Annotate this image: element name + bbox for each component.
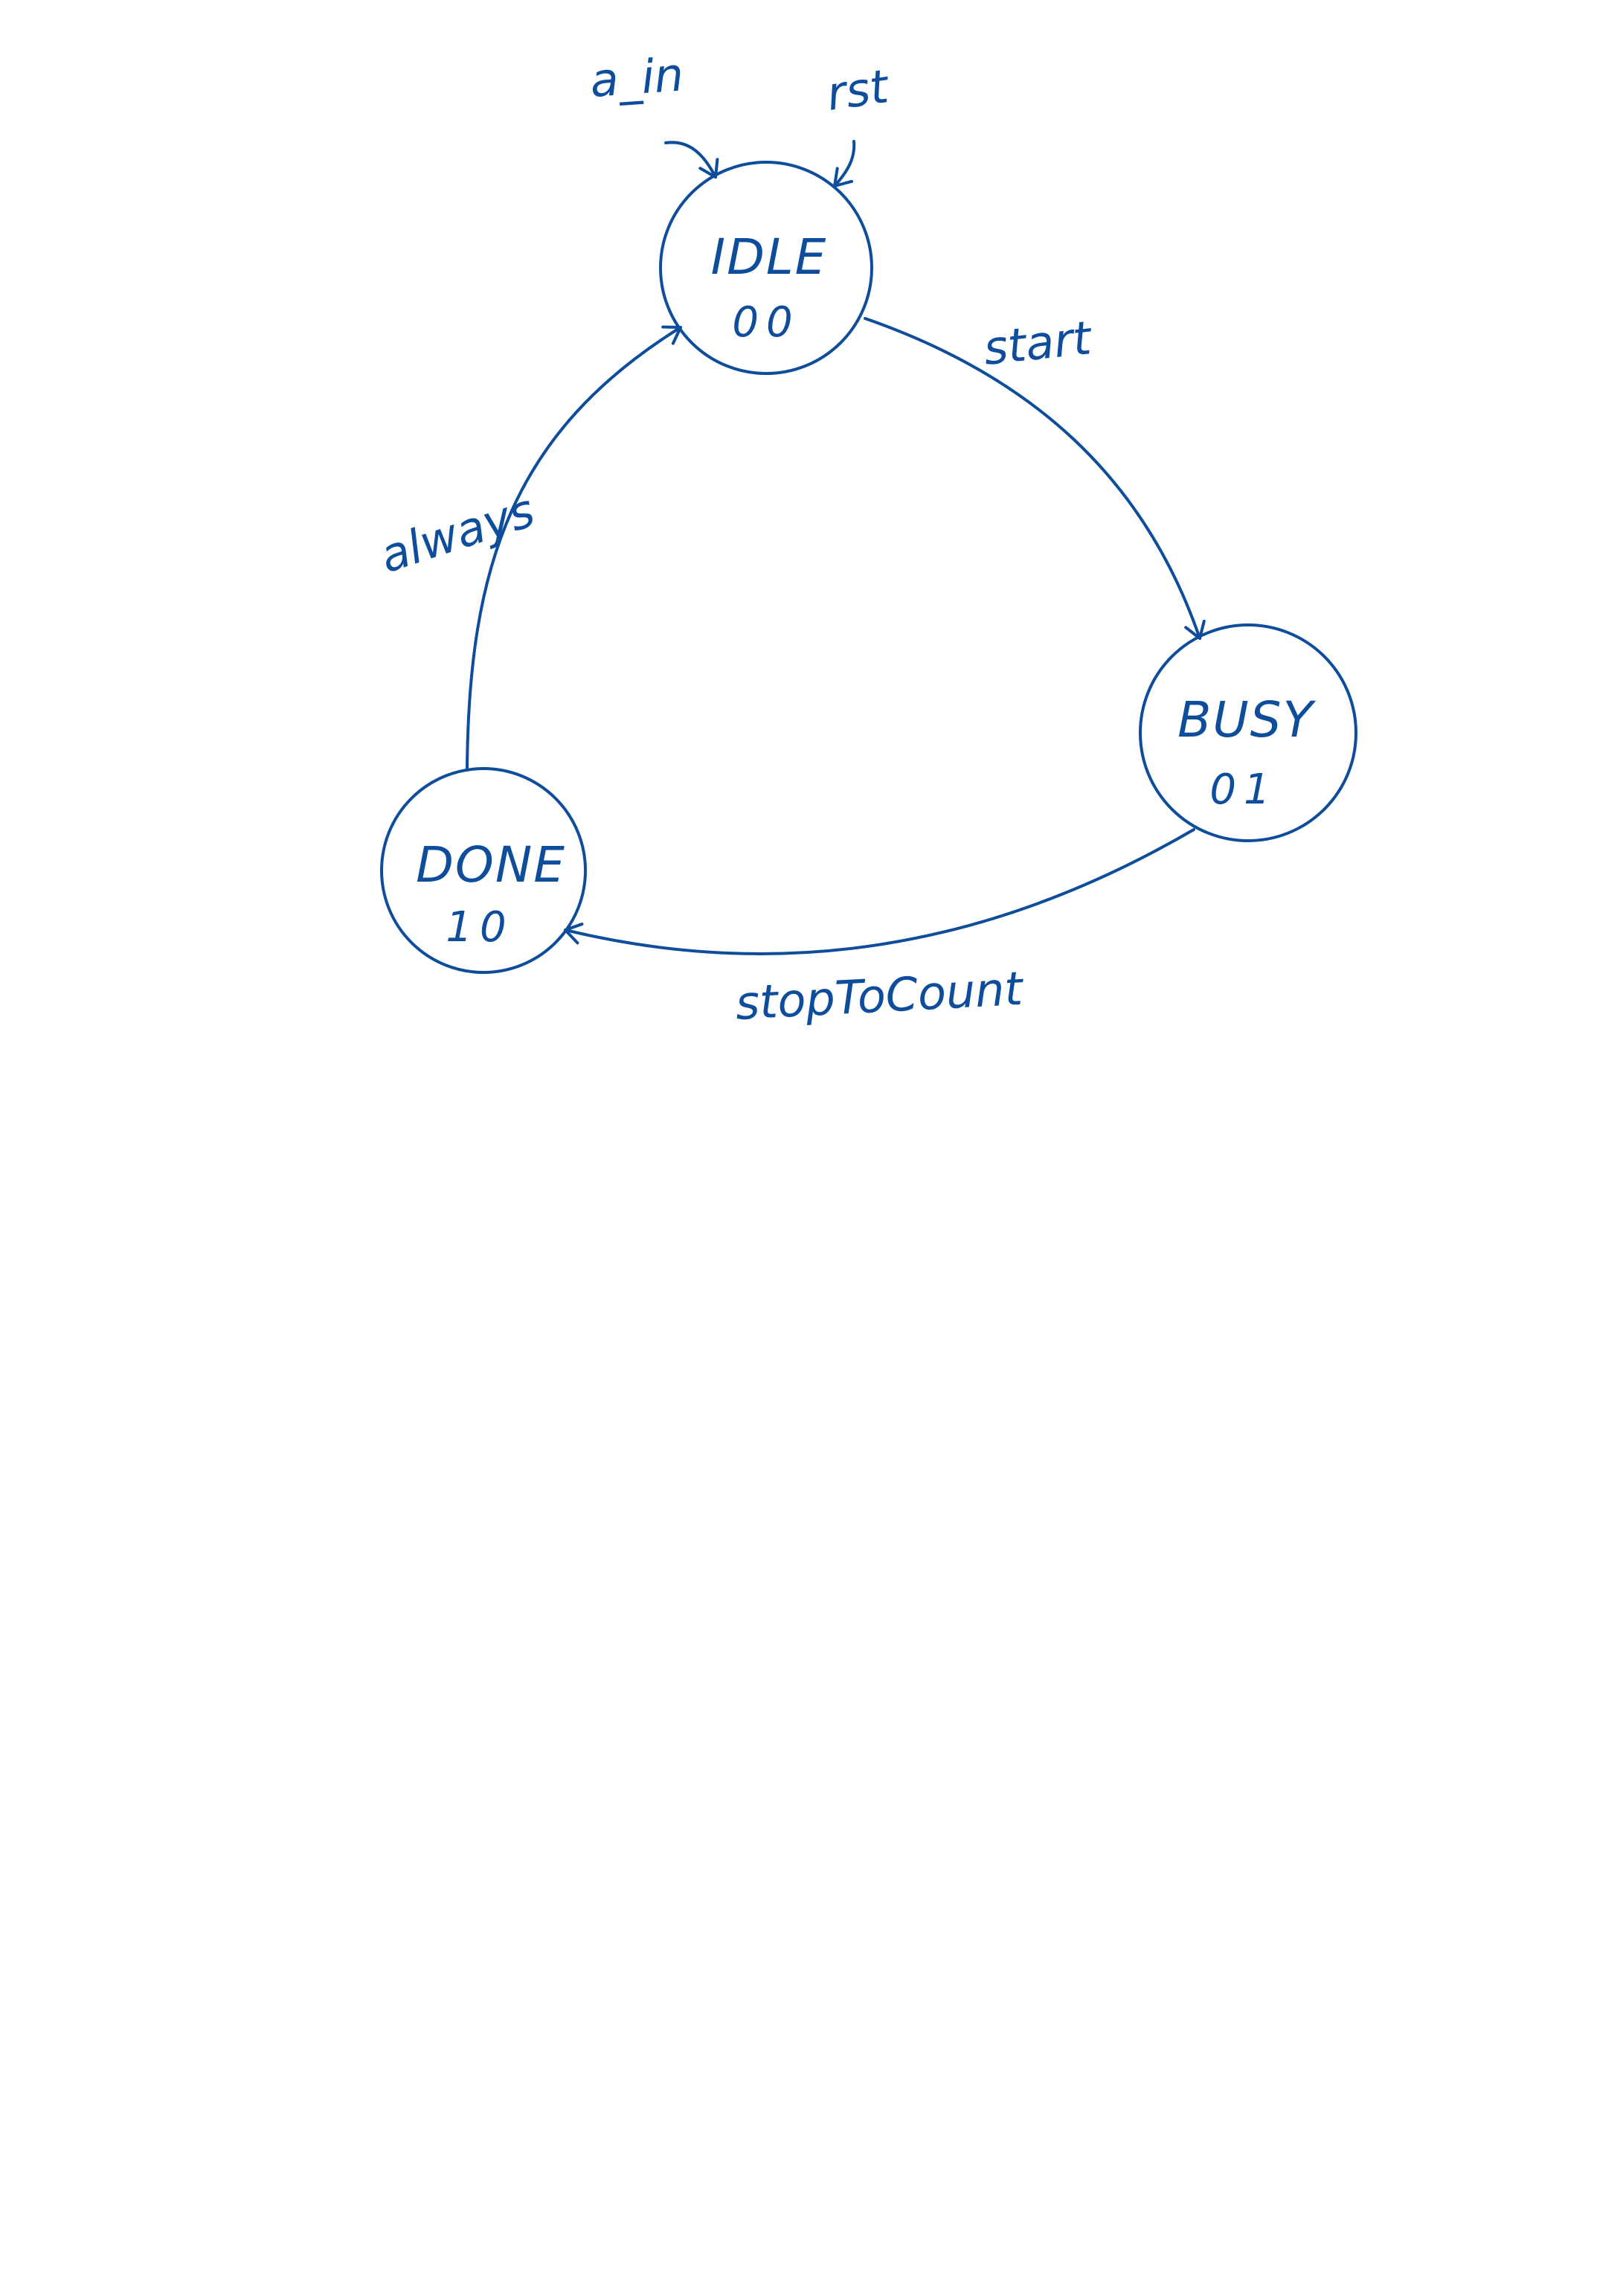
state-idle: IDLE 00 bbox=[659, 161, 873, 375]
state-busy-circle bbox=[1139, 623, 1357, 842]
input-rst-label: rst bbox=[823, 59, 893, 121]
state-done: DONE 10 bbox=[380, 767, 587, 974]
transition-done-to-idle-label: always bbox=[373, 483, 541, 583]
state-busy: BUSY 01 bbox=[1139, 623, 1357, 842]
input-a-in-label: a_in bbox=[588, 47, 685, 108]
transition-busy-to-done-label: stopToCount bbox=[734, 961, 1026, 1030]
transition-busy-to-done bbox=[564, 828, 1195, 955]
input-a-in-arrow bbox=[664, 141, 719, 179]
state-busy-code: 01 bbox=[1209, 766, 1277, 814]
state-idle-name: IDLE bbox=[711, 228, 828, 286]
state-done-code: 10 bbox=[446, 903, 513, 952]
input-rst-arrow bbox=[833, 140, 856, 187]
state-busy-name: BUSY bbox=[1177, 691, 1316, 748]
transition-idle-to-busy-label: start bbox=[981, 310, 1096, 376]
state-idle-circle bbox=[659, 161, 873, 375]
state-done-circle bbox=[380, 767, 587, 974]
transition-idle-to-busy bbox=[864, 317, 1206, 640]
transition-done-to-idle bbox=[466, 325, 682, 772]
state-done-name: DONE bbox=[416, 836, 566, 894]
state-idle-code: 00 bbox=[732, 298, 800, 347]
